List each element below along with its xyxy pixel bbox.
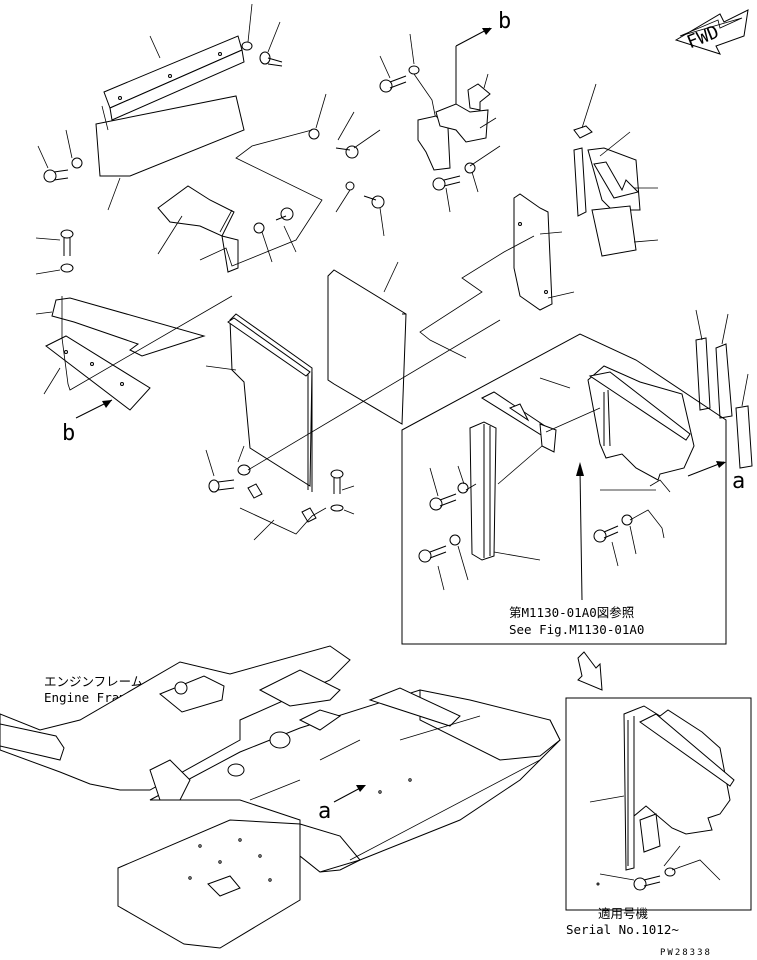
arrow-icon (687, 461, 726, 477)
bolt-icon (379, 33, 420, 93)
insulation-pad (327, 261, 407, 425)
upper-side-bracket (95, 35, 245, 177)
serial-en: Serial No.1012~ (566, 922, 679, 937)
bolt-icon (205, 445, 251, 493)
serial-detail-frame (565, 697, 752, 911)
bolt-icon (241, 3, 283, 67)
bolt-icon (37, 129, 83, 183)
bolt-icon (330, 469, 355, 515)
ref-b-left: b (62, 421, 75, 446)
bolt-icon (429, 465, 477, 511)
see-fig-jp: 第M1130-01A0図参照 (509, 605, 634, 620)
bolt-icon (418, 534, 469, 591)
clip-icon (247, 483, 317, 523)
side-cover-panel (205, 313, 313, 492)
vertical-post (469, 421, 541, 561)
see-fig-en: See Fig.M1130-01A0 (509, 622, 644, 637)
upper-rear-plate (513, 193, 575, 311)
serial-jp: 適用号機 (598, 906, 649, 921)
engine-frame (0, 645, 561, 949)
bolt-icon (432, 162, 479, 213)
left-mount-bracket (43, 335, 151, 411)
bolt-icon (593, 514, 637, 567)
pad-piece (573, 83, 659, 257)
arrow-icon (576, 462, 584, 601)
top-bracket (417, 73, 497, 171)
left-floor-plate (35, 297, 206, 357)
partition-panel (480, 365, 695, 481)
fwd-arrow-icon (674, 9, 749, 55)
drawing-code: PW28338 (660, 948, 712, 958)
detail-frame (401, 333, 727, 645)
bolt-icon (35, 229, 74, 275)
arrow-icon (75, 399, 113, 419)
engine-frame-jp: エンジンフレーム (44, 674, 143, 689)
ref-a-bottom: a (318, 799, 331, 824)
arrow-icon (333, 785, 366, 803)
bolt-icon (253, 207, 297, 263)
bolt-icon (335, 181, 385, 237)
arrow-icon (455, 27, 492, 112)
hollow-arrow-icon (577, 651, 603, 691)
ref-a-right: a (732, 469, 745, 494)
ref-b-top: b (498, 9, 511, 34)
pad-strip (695, 309, 753, 469)
bolt-icon (308, 93, 381, 159)
small-angle-bracket (157, 185, 239, 273)
